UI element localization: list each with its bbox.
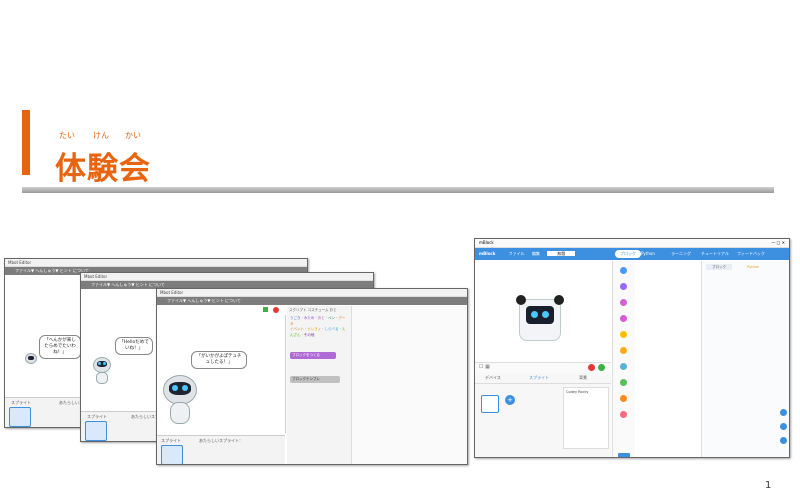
category-events-icon[interactable] — [620, 331, 627, 338]
category-list[interactable]: うごき · みため · おと · ペン · データ イベント · せいぎょ · … — [290, 316, 346, 337]
mblock-title-bar: mBlock — □ ✕ — [475, 239, 789, 248]
zoom-in-icon[interactable] — [780, 409, 787, 416]
title-ruby-2: けん — [93, 131, 109, 140]
category-column — [612, 261, 636, 457]
scratch-window-3[interactable]: Mbot Editor ファイル▼ へんしゅう▼ ヒント について 「がいかがよ… — [156, 288, 468, 465]
speech-bubble: 「Helloだめでいね！」 — [115, 337, 153, 355]
sprite-thumbnail[interactable] — [85, 421, 107, 441]
green-flag-icon[interactable] — [263, 307, 268, 312]
title-accent-bar — [22, 110, 30, 175]
new-sprite-label: あたらしいスプライト： — [199, 438, 243, 443]
stop-icon[interactable] — [588, 364, 595, 371]
editor-tabs[interactable]: スクリプト コスチューム おと — [289, 308, 337, 312]
code-tabs[interactable]: ブロック Python — [706, 264, 759, 270]
window-title: Mbot Editor — [81, 273, 373, 281]
code-area[interactable]: ブロック Python — [701, 261, 789, 457]
title-divider — [22, 187, 774, 193]
window-title: Mbot Editor — [157, 289, 467, 297]
tab-feedback[interactable]: フィードバック — [737, 251, 765, 256]
sprite-label: スプライト — [11, 400, 31, 405]
robot-icon — [163, 375, 197, 405]
make-block-button[interactable]: ブロックをつくる — [290, 352, 336, 359]
stage-size-icon[interactable]: ☐ ▦ — [479, 364, 490, 370]
window-controls[interactable]: — □ ✕ — [771, 240, 785, 245]
mblock-logo: mBlock — [479, 251, 496, 256]
sprite-thumbnail[interactable] — [481, 395, 499, 413]
window-title: Mbot Editor — [5, 259, 307, 267]
extension-button[interactable] — [618, 453, 630, 457]
category-control-icon[interactable] — [620, 347, 627, 354]
speech-bubble: 「へんかが来したらめでたいわね！」 — [39, 335, 81, 359]
robot-body — [96, 372, 108, 384]
sprite-label: スプライト — [87, 414, 107, 419]
sprite-properties: Codey Rocky — [563, 387, 609, 449]
zoom-reset-icon[interactable] — [780, 437, 787, 444]
category-operators-icon[interactable] — [620, 379, 627, 386]
new-sprite-label: あたらしいスプライト — [131, 414, 171, 419]
tab-tutorial[interactable]: チュートリアル — [701, 251, 729, 256]
codey-rocky-robot — [516, 295, 564, 341]
tab-blocks[interactable]: ブロック — [615, 250, 641, 258]
stage: 「へんかが来したらめでたいわね！」 — [5, 275, 81, 395]
stage: 「がいかがよぱテュチュしたる！」 — [157, 315, 286, 433]
category-myblocks-icon[interactable] — [620, 411, 627, 418]
category-sound-icon[interactable] — [620, 299, 627, 306]
sprite-pane: スプライト あたらしいスプライト： — [157, 435, 285, 464]
project-name-input[interactable]: 無題 — [547, 251, 576, 256]
sprite-name[interactable]: Codey Rocky — [566, 390, 589, 394]
zoom-out-icon[interactable] — [780, 423, 787, 430]
page-number: 1 — [765, 480, 772, 491]
stage-controls: ☐ ▦ — [475, 362, 611, 373]
title-ruby-3: かい — [125, 131, 141, 140]
run-icon[interactable] — [598, 364, 605, 371]
mblock-block-palette — [635, 261, 699, 457]
category-looks-icon[interactable] — [620, 283, 627, 290]
mblock-window[interactable]: mBlock — □ ✕ mBlock ファイル 編集 無題 ブロック Pyth… — [474, 238, 790, 458]
add-sprite-icon[interactable]: + — [505, 395, 515, 405]
mblock-toolbar: mBlock ファイル 編集 無題 ブロック Python ラーニング チュート… — [475, 248, 789, 260]
sprite-thumbnail[interactable] — [9, 407, 31, 427]
stage: 「Helloだめでいね！」 — [81, 289, 157, 409]
speech-bubble: 「がいかがよぱテュチュしたる！」 — [191, 351, 247, 369]
category-pen-icon[interactable] — [620, 315, 627, 322]
tab-python[interactable]: Python — [641, 251, 655, 256]
title-ruby-1: たい — [59, 131, 75, 140]
robot-body — [170, 402, 190, 424]
menu-bar[interactable]: ファイル▼ へんしゅう▼ ヒント について — [5, 267, 307, 275]
script-area[interactable] — [352, 306, 467, 464]
category-variables-icon[interactable] — [620, 395, 627, 402]
block-palette: スクリプト コスチューム おと うごき · みため · おと · ペン · デー… — [287, 306, 352, 464]
mblock-stage — [475, 261, 611, 361]
menu-bar[interactable]: ファイル▼ へんしゅう▼ ヒント について — [157, 297, 467, 305]
sprite-tabs[interactable]: デバイス スプライト 背景 — [475, 373, 611, 384]
new-sprite-label: あたらしいスプライト — [59, 400, 99, 405]
tab-learning[interactable]: ラーニング — [671, 251, 691, 256]
stop-icon[interactable] — [273, 307, 279, 313]
page-title: 体験会 — [55, 151, 151, 187]
menu-edit[interactable]: 編集 — [531, 251, 540, 256]
sprite-thumbnail[interactable] — [161, 445, 183, 464]
menu-file[interactable]: ファイル — [508, 251, 525, 256]
sprite-label: スプライト — [161, 438, 181, 443]
menu-bar[interactable]: ファイル▼ へんしゅう▼ ヒント について — [81, 281, 373, 289]
sprite-panel: デバイス スプライト 背景 + Codey Rocky — [475, 373, 611, 457]
robot-icon — [93, 357, 111, 373]
category-motion-icon[interactable] — [620, 267, 627, 274]
category-sensing-icon[interactable] — [620, 363, 627, 370]
block-template[interactable]: ブロックテンプレ — [290, 376, 340, 383]
robot-icon — [25, 353, 37, 364]
